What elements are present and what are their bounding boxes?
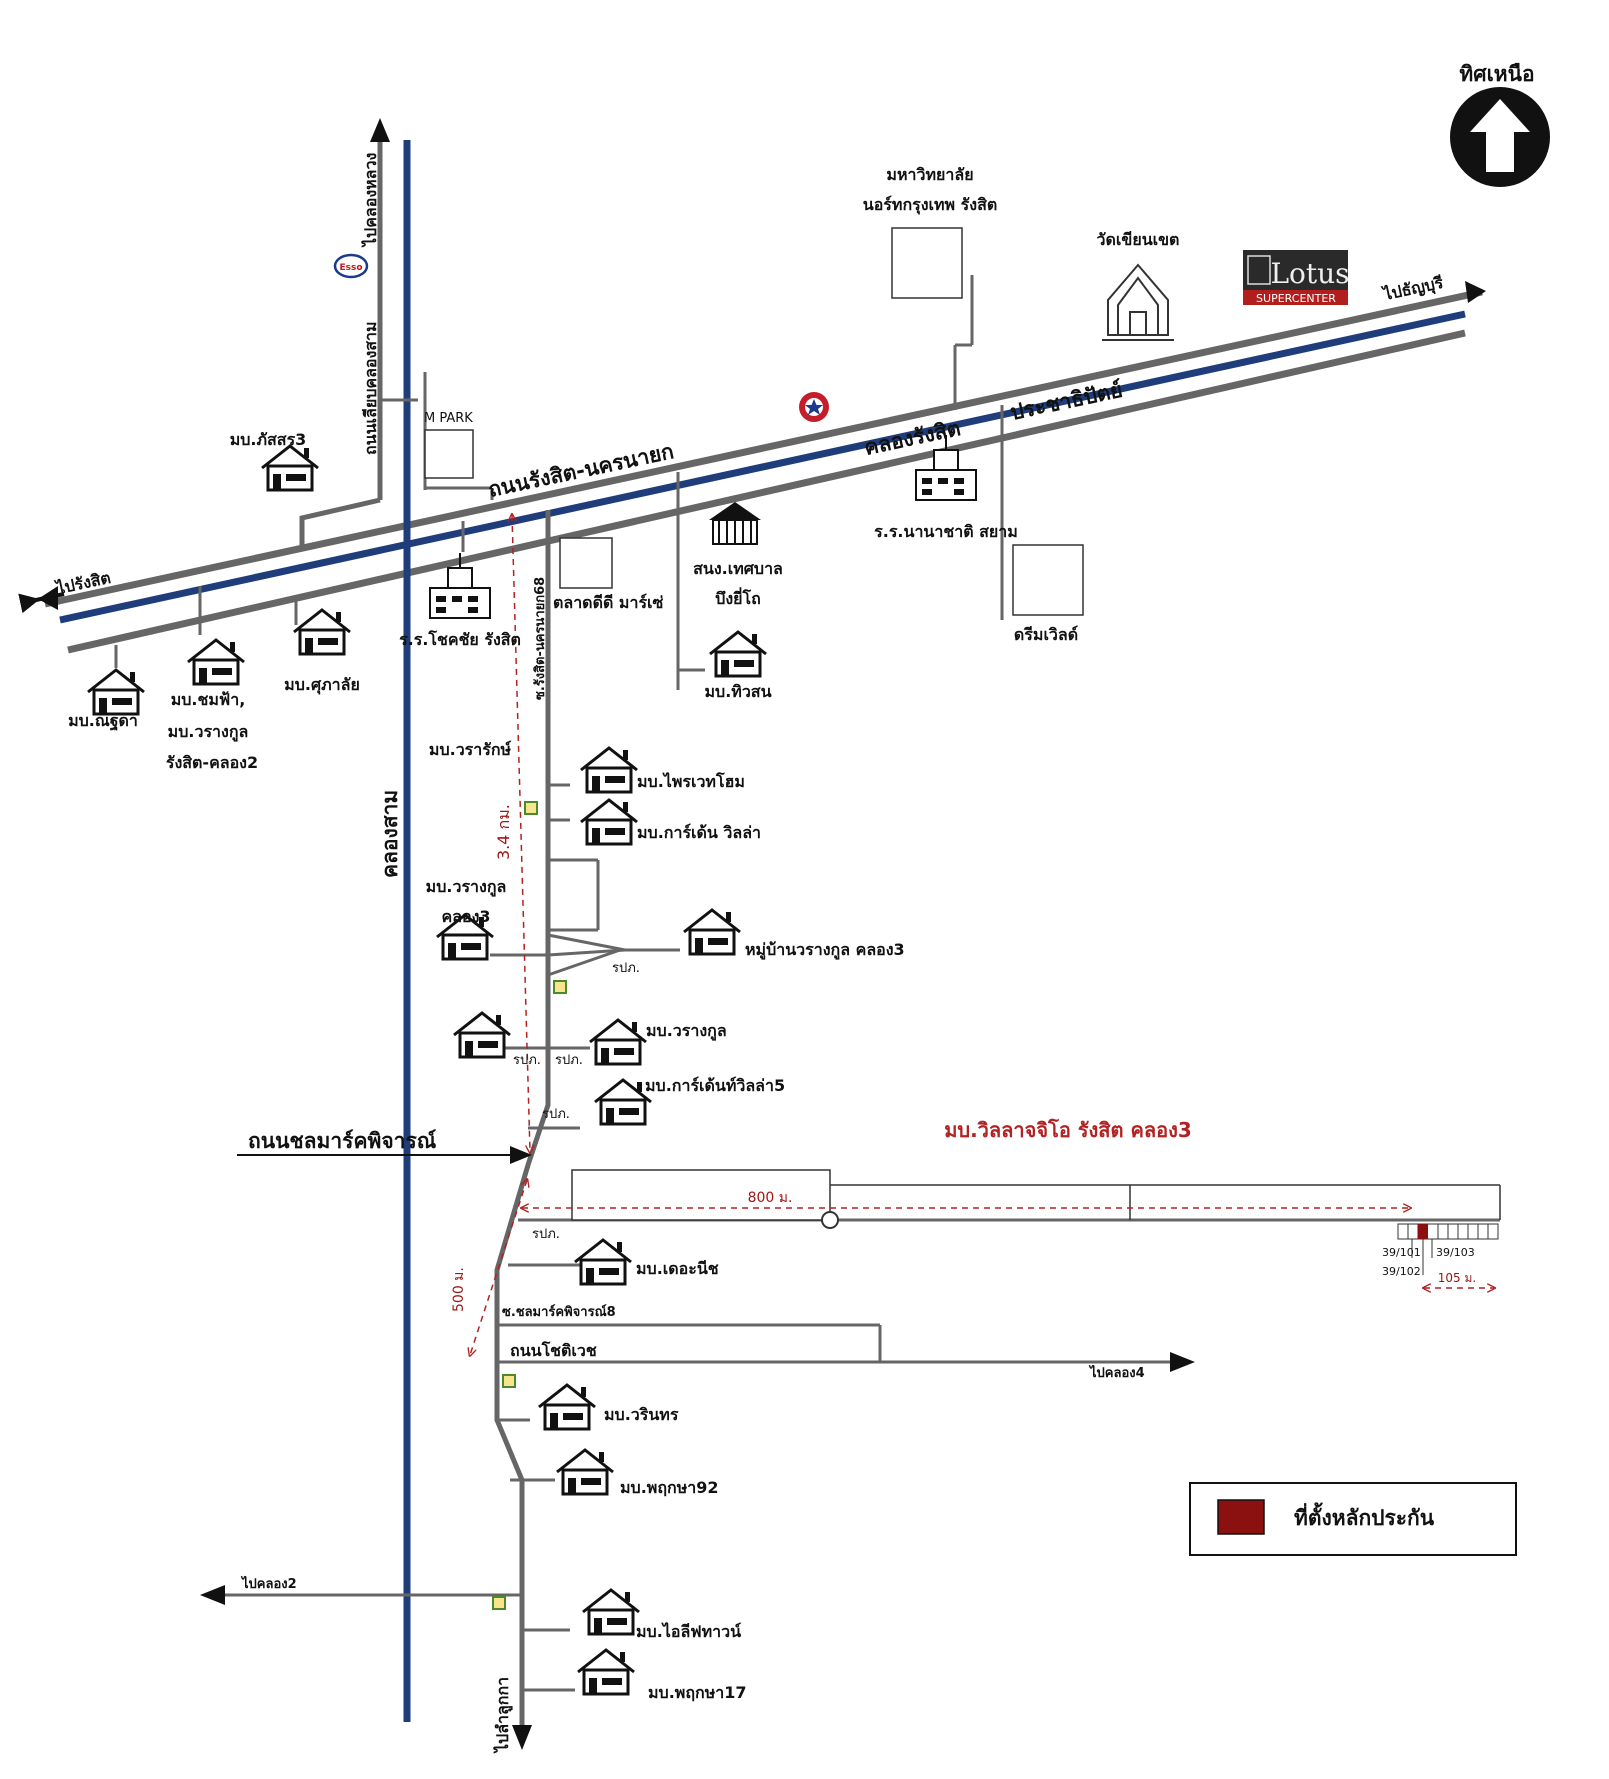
house-icon bbox=[555, 1448, 615, 1496]
collateral-lot bbox=[1418, 1224, 1428, 1239]
school-siam-icon bbox=[915, 435, 977, 501]
seven-eleven-icon bbox=[553, 980, 567, 994]
khlong-rangsit-canal bbox=[59, 310, 1466, 624]
road-label: ถนนโชติเวช bbox=[510, 1340, 597, 1360]
the-niche-label: มบ.เดอะนีช bbox=[636, 1259, 719, 1278]
varangkul-k3-label: คลอง3 bbox=[441, 907, 490, 926]
lot-label: 39/102 bbox=[1382, 1265, 1421, 1278]
house-icon bbox=[593, 1078, 653, 1126]
esso-icon: Esso bbox=[333, 253, 369, 279]
house-icon bbox=[576, 1648, 636, 1696]
pruksa92-label: มบ.พฤกษา92 bbox=[620, 1478, 719, 1497]
svg-text:Esso: Esso bbox=[339, 263, 362, 273]
caltex-icon bbox=[799, 392, 829, 422]
to-khlong-luang-label: ไปคลองหลวง bbox=[361, 153, 380, 248]
chomfah-label: มบ.วรางกูล bbox=[168, 722, 249, 743]
school-siam-label: ร.ร.นานาชาติ สยาม bbox=[874, 522, 1018, 541]
m-park-building bbox=[424, 429, 474, 479]
nutda-label: มบ.ณฐดา bbox=[68, 711, 138, 731]
stadium-label: บึงยี่โถ bbox=[715, 587, 761, 608]
rpk-label: รปภ. bbox=[555, 1053, 583, 1068]
house-icon bbox=[588, 1018, 648, 1066]
road-label: ซ.ชลมาร์คพิจารณ์8 bbox=[502, 1304, 616, 1320]
varangkul-k3-label: มบ.วรางกูล bbox=[426, 877, 507, 898]
village-varangkul-k3-label: หมู่บ้านวรางกูล คลอง3 bbox=[745, 940, 905, 961]
house-icon bbox=[579, 746, 639, 794]
house-icon bbox=[86, 668, 146, 716]
house-icon bbox=[682, 908, 742, 956]
school-chokchai-icon bbox=[429, 553, 491, 619]
rpk-label: รปภ. bbox=[532, 1227, 560, 1242]
distance-label: 105 ม. bbox=[1438, 1271, 1476, 1285]
road-label: ซ.รังสิต-นครนายก68 bbox=[533, 577, 548, 700]
garden-villa5-label: มบ.การ์เด้นท์วิลล่า5 bbox=[645, 1076, 785, 1095]
university-label: มหาวิทยาลัย bbox=[886, 165, 973, 184]
north-label: ทิศเหนือ bbox=[1459, 62, 1534, 86]
road-label: ถนนเลียบคลองสาม bbox=[361, 321, 380, 455]
to-khlong2-label: ไปคลอง2 bbox=[240, 1575, 297, 1592]
legend-swatch bbox=[1217, 1499, 1265, 1535]
house-icon bbox=[292, 608, 352, 656]
rpk-label: รปภ. bbox=[612, 961, 640, 976]
rpk-label: รปภ. bbox=[542, 1107, 570, 1122]
ilife-label: มบ.ไอลีฟทาวน์ bbox=[636, 1622, 741, 1641]
school-chokchai-label: ร.ร.โชคชัย รังสิต bbox=[399, 629, 521, 649]
market-building bbox=[559, 537, 613, 589]
dreamworld-building bbox=[1012, 544, 1084, 616]
university-building bbox=[891, 227, 963, 299]
stadium-icon bbox=[709, 502, 761, 545]
distance-label: 500 ม. bbox=[451, 1267, 467, 1312]
market-label: ตลาดดีดี มาร์เซ่ bbox=[553, 593, 664, 612]
house-icon bbox=[186, 638, 246, 686]
north-arrow: ทิศเหนือ bbox=[1450, 62, 1550, 187]
temple-icon bbox=[1102, 263, 1174, 341]
supalai-label: มบ.ศุภาลัย bbox=[284, 675, 360, 695]
m-park-label: M PARK bbox=[424, 411, 473, 426]
distance-label: 3.4 กม. bbox=[494, 804, 513, 860]
chomfah-label: รังสิต-คลอง2 bbox=[166, 753, 258, 772]
bypass-road bbox=[299, 118, 418, 545]
university-label: นอร์ทกรุงเทพ รังสิต bbox=[863, 195, 997, 215]
to-khlong4-label: ไปคลอง4 bbox=[1088, 1364, 1145, 1381]
warin-label: มบ.วรินทร bbox=[604, 1405, 679, 1424]
lotus-logo: Lotus SUPERCENTER bbox=[1243, 250, 1350, 305]
seven-eleven-icon bbox=[524, 801, 538, 815]
to-lam-luk-ka-label: ไปลำลูกกา bbox=[493, 1677, 514, 1754]
tiwson-label: มบ.ทิวสน bbox=[704, 682, 771, 701]
house-icon bbox=[260, 444, 320, 492]
dreamworld-label: ดรีมเวิลด์ bbox=[1014, 625, 1078, 644]
rpk-label: รปภ. bbox=[513, 1053, 541, 1068]
praiwet-label: มบ.ไพรเวทโฮม bbox=[637, 771, 745, 791]
distance-markers bbox=[470, 515, 1494, 1355]
house-icon bbox=[537, 1383, 597, 1431]
vararak-label: มบ.วรารักษ์ bbox=[429, 740, 512, 759]
seven-eleven-icon bbox=[492, 1596, 506, 1610]
svg-text:SUPERCENTER: SUPERCENTER bbox=[1256, 292, 1336, 305]
road-label: ถนนชลมาร์คพิจารณ์ bbox=[248, 1129, 437, 1153]
lot-label: 39/101 bbox=[1382, 1246, 1421, 1259]
varangkul-label: มบ.วรางกูล bbox=[646, 1021, 727, 1042]
svg-text:Lotus: Lotus bbox=[1270, 257, 1349, 290]
garden-villa-label: มบ.การ์เด้น วิลล่า bbox=[637, 823, 761, 842]
stadium-label: สนง.เทศบาล bbox=[693, 559, 783, 578]
target-project-label: มบ.วิลลาจจิโอ รังสิต คลอง3 bbox=[944, 1118, 1192, 1142]
pattasorn-label: มบ.ภัสสร3 bbox=[230, 430, 307, 449]
distance-label: 800 ม. bbox=[748, 1190, 793, 1206]
canal-label: คลองสาม bbox=[378, 790, 402, 878]
house-icon bbox=[452, 1011, 512, 1059]
main-road-rangsit-nakhon-nayok bbox=[18, 281, 1486, 654]
house-icon bbox=[579, 798, 639, 846]
chomfah-label: มบ.ชมฟ้า, bbox=[171, 690, 246, 709]
pruksa17-label: มบ.พฤกษา17 bbox=[648, 1683, 747, 1702]
legend: ที่ตั้งหลักประกัน bbox=[1189, 1482, 1517, 1556]
temple-label: วัดเขียนเขต bbox=[1097, 230, 1180, 249]
lot-label: 39/103 bbox=[1436, 1246, 1475, 1259]
legend-label: ที่ตั้งหลักประกัน bbox=[1294, 1502, 1435, 1530]
house-icon bbox=[581, 1588, 641, 1636]
house-icon bbox=[573, 1238, 633, 1286]
seven-eleven-icon bbox=[502, 1374, 516, 1388]
house-icon bbox=[708, 630, 768, 678]
